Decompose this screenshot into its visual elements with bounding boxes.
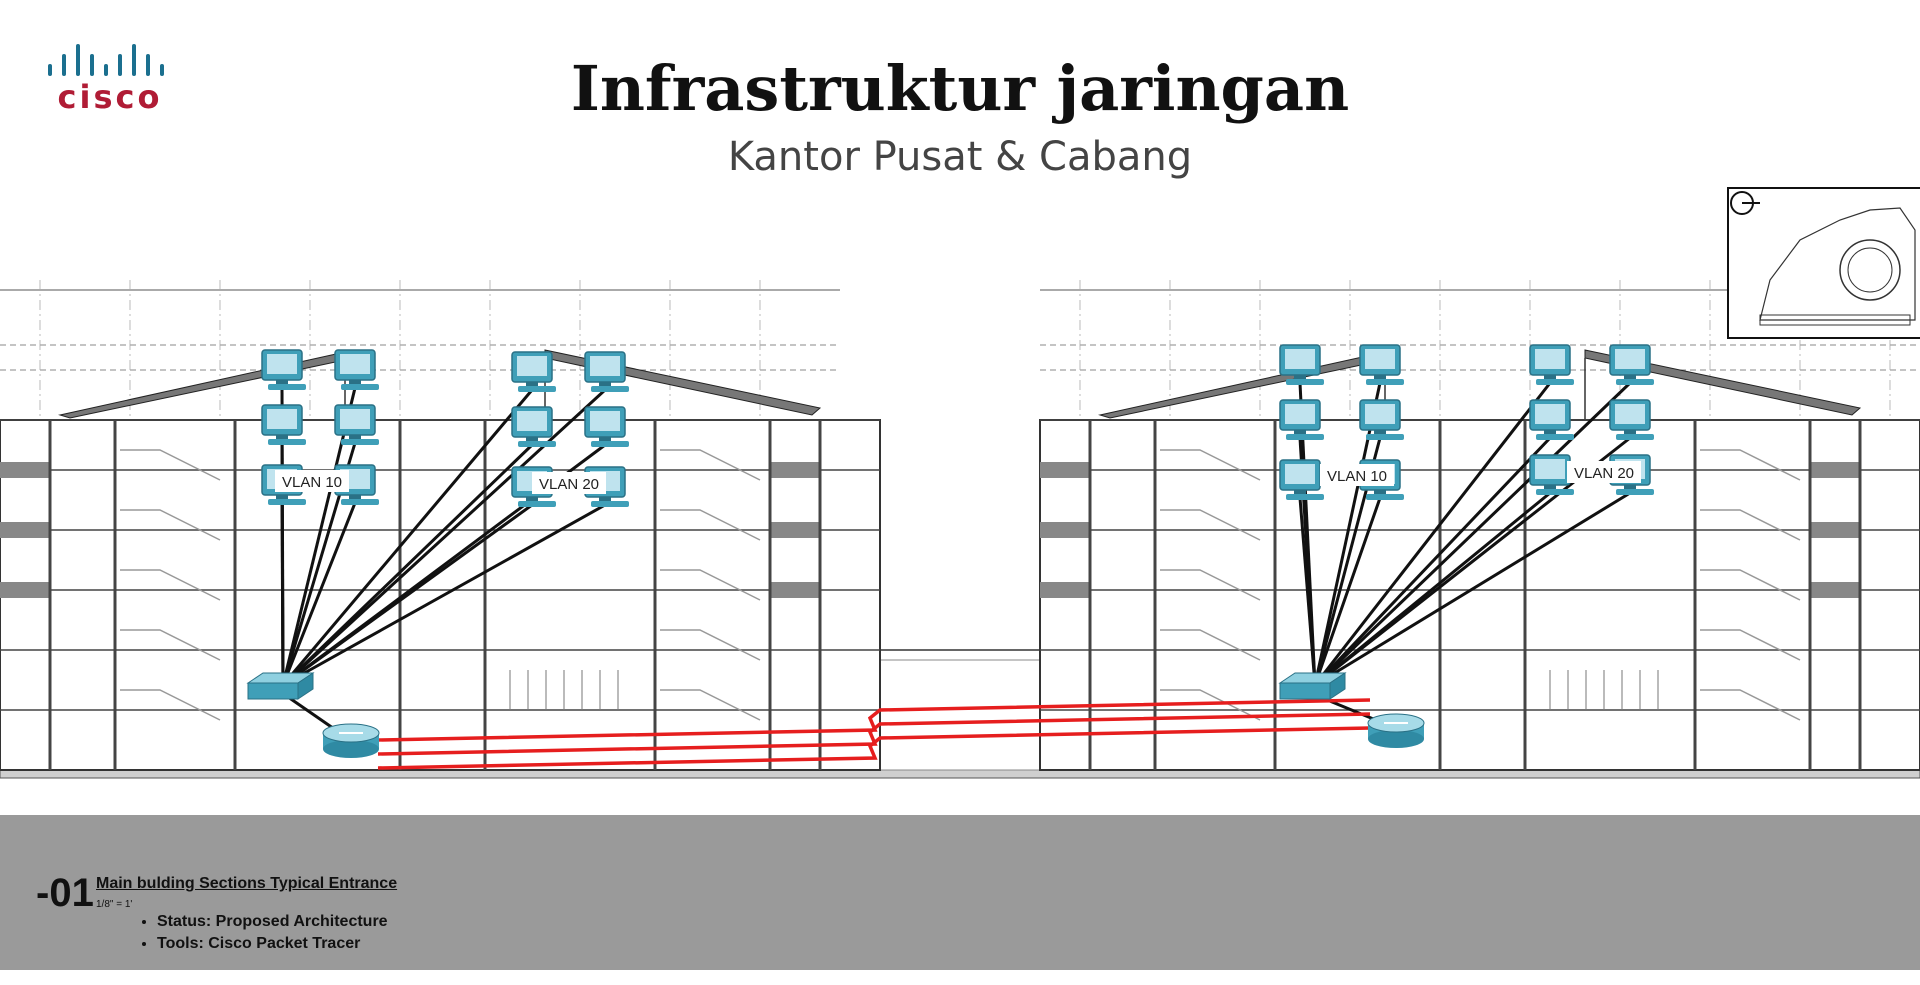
router-icon xyxy=(323,724,379,758)
pc-icon xyxy=(262,350,306,390)
vlan-label: VLAN 20 xyxy=(539,476,599,493)
building-frame xyxy=(0,420,880,770)
building-head-office xyxy=(0,350,880,770)
section-title: Main bulding Sections Typical Entrance xyxy=(96,875,397,893)
section-details: Status: Proposed Architecture Tools: Cis… xyxy=(135,911,388,955)
page-title: Infrastruktur jaringan xyxy=(0,52,1920,125)
vlan-label: VLAN 10 xyxy=(282,474,342,491)
pc-icon xyxy=(1360,345,1404,385)
section-number: -01 xyxy=(36,871,94,916)
switch-icon xyxy=(1280,673,1345,699)
pc-icon xyxy=(585,352,629,392)
roof xyxy=(1100,352,1385,418)
site-plan-inset xyxy=(1728,188,1920,338)
pc-icon xyxy=(335,350,379,390)
pc-icon xyxy=(1610,345,1654,385)
section-scale: 1/8" = 1' xyxy=(96,899,132,910)
detail-tools: Tools: Cisco Packet Tracer xyxy=(157,933,388,955)
pc-icon xyxy=(512,352,556,392)
footer-panel: -01 Main bulding Sections Typical Entran… xyxy=(0,815,1920,970)
cable xyxy=(282,503,283,685)
vlan-label: VLAN 10 xyxy=(1327,468,1387,485)
detail-status: Status: Proposed Architecture xyxy=(157,911,388,933)
building-branch-office xyxy=(1040,350,1920,770)
network-diagram: VLAN 10 VLAN 20 VLAN 10 VLAN 20 xyxy=(0,170,1920,815)
switch-icon xyxy=(248,673,313,699)
router-icon xyxy=(1368,714,1424,748)
vlan-label: VLAN 20 xyxy=(1574,465,1634,482)
pc-icon xyxy=(1530,345,1574,385)
